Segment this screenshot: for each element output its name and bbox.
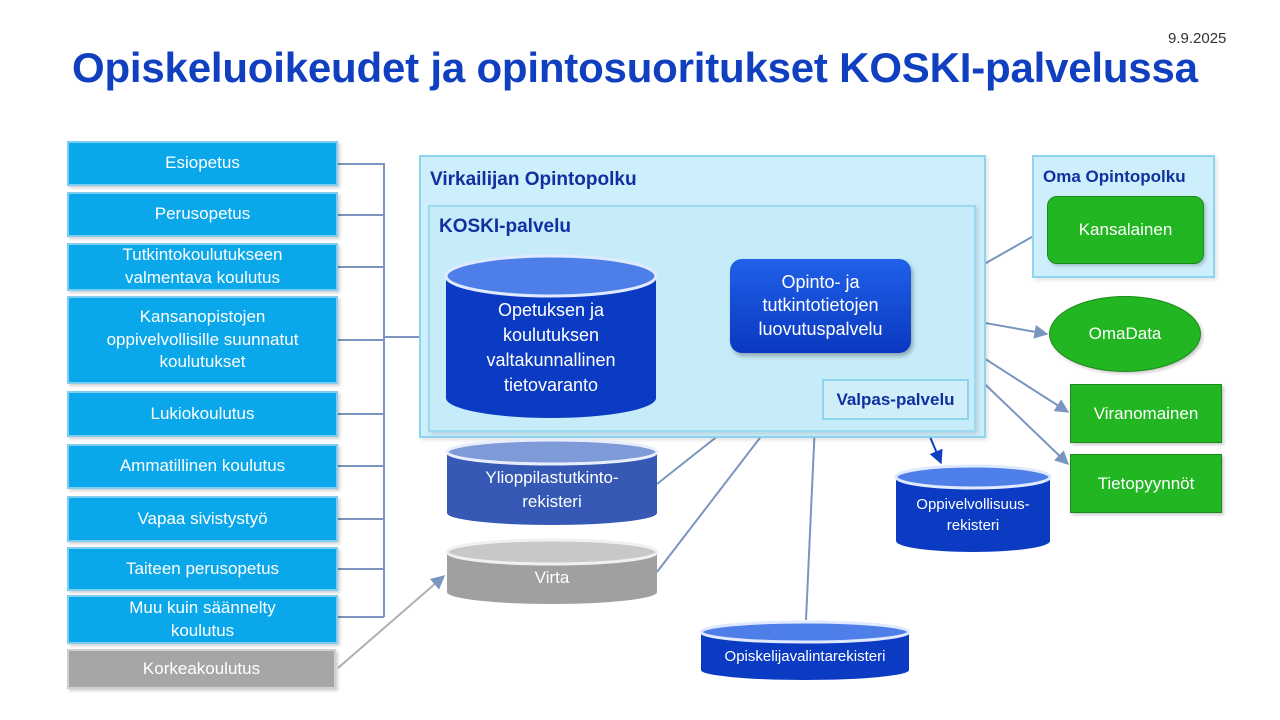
virta-cylinder (445, 538, 659, 604)
source-taiteen-perusopetus: Taiteen perusopetus (67, 547, 338, 591)
tietovaranto-cylinder (444, 254, 658, 418)
oppivelvollisuusrekisteri-label: Oppivelvollisuus- rekisteri (916, 496, 1030, 534)
omadata-ellipse: OmaData (1049, 296, 1201, 372)
opiskelijavalintarekisteri-label: Opiskelijavalintarekisteri (724, 647, 886, 665)
slide-title: Opiskeluoikeudet ja opintosuoritukset KO… (72, 44, 1198, 91)
source-tutkintokoulutukseen-valmentava: Tutkintokoulutukseen valmentava koulutus (67, 243, 338, 291)
oppivelvollisuus-cylinder (894, 464, 1052, 552)
viranomainen-box: Viranomainen (1070, 384, 1222, 443)
source-esiopetus: Esiopetus (67, 141, 338, 186)
source-kansanopistojen-koulutukset: Kansanopistojen oppivelvollisille suunna… (67, 296, 338, 384)
source-muu-kuin-saannelty: Muu kuin säännelty koulutus (67, 595, 338, 644)
ylioppilastutkintorekisteri-label: Ylioppilastutkinto- rekisteri (485, 468, 619, 511)
valpas-palvelu-box: Valpas-palvelu (822, 379, 969, 420)
source-lukiokoulutus: Lukiokoulutus (67, 391, 338, 437)
source-bracket (338, 163, 385, 618)
slide-date: 9.9.2025 (1168, 30, 1227, 47)
koski-palvelu-title: KOSKI-palvelu (439, 216, 571, 237)
tietovaranto-label: Opetuksen ja koulutuksen valtakunnalline… (486, 299, 616, 396)
korkeakoulutus-to-virta-arrow (337, 575, 446, 669)
source-ammatillinen-koulutus: Ammatillinen koulutus (67, 444, 338, 489)
virkailijan-opintopolku-title: Virkailijan Opintopolku (430, 169, 637, 190)
source-korkeakoulutus: Korkeakoulutus (67, 649, 336, 689)
ylioppilas-cylinder (445, 438, 659, 525)
oma-opintopolku-title: Oma Opintopolku (1043, 167, 1186, 186)
luovutuspalvelu-box: Opinto- ja tutkintotietojen luovutuspalv… (730, 259, 911, 353)
opiskelijavalinta-cylinder (699, 620, 911, 680)
source-vapaa-sivistystyo: Vapaa sivistystyö (67, 496, 338, 542)
source-perusopetus: Perusopetus (67, 192, 338, 237)
tietopyynnot-box: Tietopyynnöt (1070, 454, 1222, 513)
virta-label: Virta (534, 568, 570, 588)
kansalainen-box: Kansalainen (1047, 196, 1204, 264)
